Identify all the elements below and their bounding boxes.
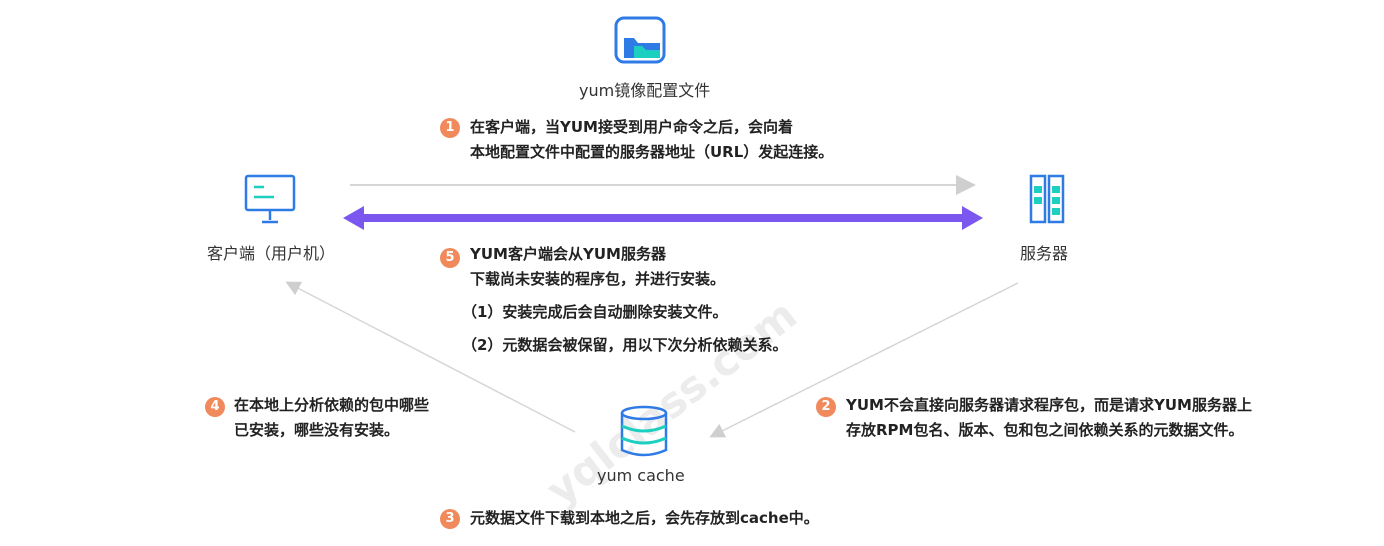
arrow-cache-to-client <box>285 281 576 433</box>
cache-label: yum cache <box>597 466 685 485</box>
step-1-text: 在客户端，当YUM接受到用户命令之后，会向着 本地配置文件中配置的服务器地址（U… <box>470 115 833 165</box>
step-2-line-1: YUM不会直接向服务器请求程序包，而是请求YUM服务器上 <box>846 396 1252 414</box>
step-2-line-2: 存放RPM包名、版本、包和包之间依赖关系的元数据文件。 <box>846 421 1244 439</box>
step-1-line-2: 本地配置文件中配置的服务器地址（URL）发起连接。 <box>470 143 834 161</box>
sub-note-1: （1）安装完成后会自动删除安装文件。 <box>462 303 728 321</box>
step-5-line-1: YUM客户端会从YUM服务器 <box>470 245 666 263</box>
step-4-line-1: 在本地上分析依赖的包中哪些 <box>234 396 430 414</box>
step-3-line-1: 元数据文件下载到本地之后，会先存放到cache中。 <box>470 509 819 527</box>
step-badge-5: 5 <box>440 248 460 268</box>
step-badge-1: 1 <box>440 118 460 138</box>
folder-icon <box>614 16 666 64</box>
step-1-line-1: 在客户端，当YUM接受到用户命令之后，会向着 <box>470 118 793 136</box>
step-5-line-2: 下载尚未安装的程序包，并进行安装。 <box>470 270 726 288</box>
step-badge-3: 3 <box>440 509 460 529</box>
step-badge-4: 4 <box>205 397 225 417</box>
server-icon <box>1029 174 1065 224</box>
step-4-line-2: 已安装，哪些没有安装。 <box>234 421 400 439</box>
step-5-text: YUM客户端会从YUM服务器 下载尚未安装的程序包，并进行安装。 <box>470 242 725 292</box>
arrow-double-purple <box>343 206 983 230</box>
sub-note-2: （2）元数据会被保留，用以下次分析依赖关系。 <box>462 336 788 354</box>
step-3-text: 元数据文件下载到本地之后，会先存放到cache中。 <box>470 506 819 531</box>
monitor-icon <box>244 174 296 224</box>
client-label: 客户端（用户机） <box>207 244 336 263</box>
config-file-label: yum镜像配置文件 <box>579 81 711 100</box>
arrow-server-to-cache <box>709 282 1019 438</box>
step-badge-2: 2 <box>816 397 836 417</box>
server-label: 服务器 <box>1020 244 1069 263</box>
step-2-text: YUM不会直接向服务器请求程序包，而是请求YUM服务器上 存放RPM包名、版本、… <box>846 393 1252 443</box>
database-icon <box>620 405 668 457</box>
step-4-text: 在本地上分析依赖的包中哪些 已安装，哪些没有安装。 <box>234 393 429 443</box>
